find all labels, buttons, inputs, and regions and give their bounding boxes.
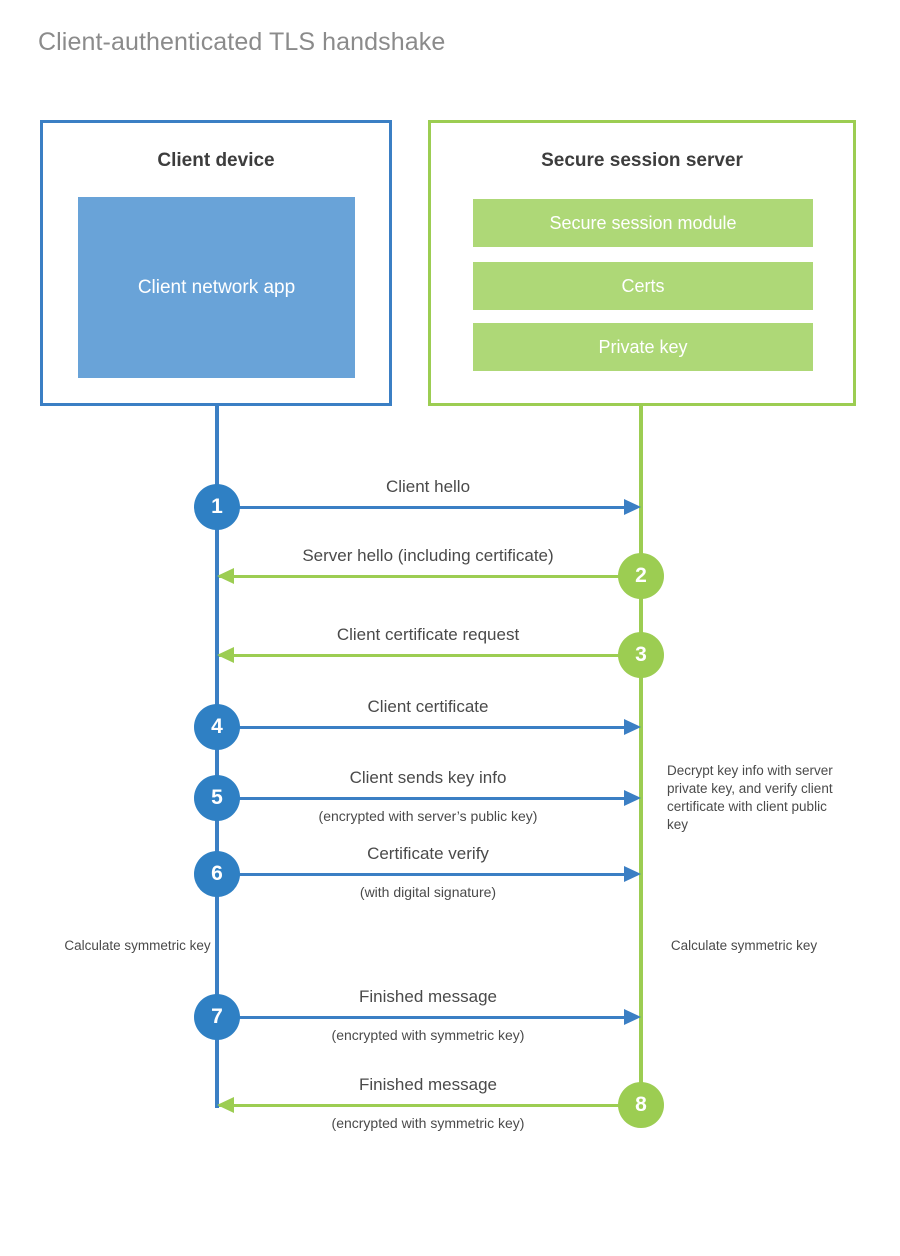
client-network-app-block: Client network app [78, 197, 355, 378]
step-5-sublabel: (encrypted with server’s public key) [318, 808, 538, 824]
client-network-app-label: Client network app [137, 276, 296, 298]
step-8-badge: 8 [618, 1082, 664, 1128]
step-7-arrow-line [217, 1016, 637, 1019]
server-lifeline [639, 403, 643, 1108]
step-3-label: Client certificate request [336, 625, 520, 644]
step-3-arrow-head-icon [217, 647, 234, 663]
client-device-title: Client device [157, 150, 275, 171]
step-1-arrow-head-icon [624, 499, 641, 515]
step-6-badge: 6 [194, 851, 240, 897]
step-8-sublabel: (encrypted with symmetric key) [331, 1115, 525, 1131]
note-client-calculate-symmetric-key: Calculate symmetric key [64, 938, 211, 953]
step-5-arrow-head-icon [624, 790, 641, 806]
step-1-label: Client hello [385, 477, 471, 496]
step-6-arrow-head-icon [624, 866, 641, 882]
step-6-label: Certificate verify [367, 844, 489, 863]
step-5-badge: 5 [194, 775, 240, 821]
step-4-arrow-head-icon [624, 719, 641, 735]
client-device-box: Client device Client network app [40, 120, 392, 406]
secure-session-server-box: Secure session server Secure session mod… [428, 120, 856, 406]
secure-session-server-title: Secure session server [541, 150, 743, 171]
step-7-badge: 7 [194, 994, 240, 1040]
step-6-sublabel: (with digital signature) [359, 884, 497, 900]
step-5-arrow-line [217, 797, 637, 800]
step-3-arrow-line [219, 654, 641, 657]
step-4-label: Client certificate [367, 697, 489, 716]
step-6-arrow-line [217, 873, 637, 876]
step-8-label: Finished message [359, 1075, 497, 1094]
note-server-calculate-symmetric-key: Calculate symmetric key [670, 938, 818, 953]
step-2-arrow-head-icon [217, 568, 234, 584]
server-bar-private-key: Private key [473, 323, 813, 371]
step-2-badge: 2 [618, 553, 664, 599]
step-7-label: Finished message [359, 987, 497, 1006]
step-7-sublabel: (encrypted with symmetric key) [331, 1027, 525, 1043]
client-lifeline [215, 403, 219, 1108]
step-4-badge: 4 [194, 704, 240, 750]
step-4-arrow-line [217, 726, 637, 729]
step-1-arrow-line [217, 506, 637, 509]
note-server-decrypt: Decrypt key info with server private key… [667, 763, 833, 832]
step-5-label: Client sends key info [349, 768, 507, 787]
step-2-label: Server hello (including certificate) [302, 546, 554, 565]
server-bar-secure-session-module: Secure session module [473, 199, 813, 247]
step-8-arrow-head-icon [217, 1097, 234, 1113]
step-2-arrow-line [219, 575, 641, 578]
step-8-arrow-line [219, 1104, 641, 1107]
page-title: Client-authenticated TLS handshake [38, 28, 446, 56]
step-1-badge: 1 [194, 484, 240, 530]
server-bar-certs: Certs [473, 262, 813, 310]
step-7-arrow-head-icon [624, 1009, 641, 1025]
step-3-badge: 3 [618, 632, 664, 678]
